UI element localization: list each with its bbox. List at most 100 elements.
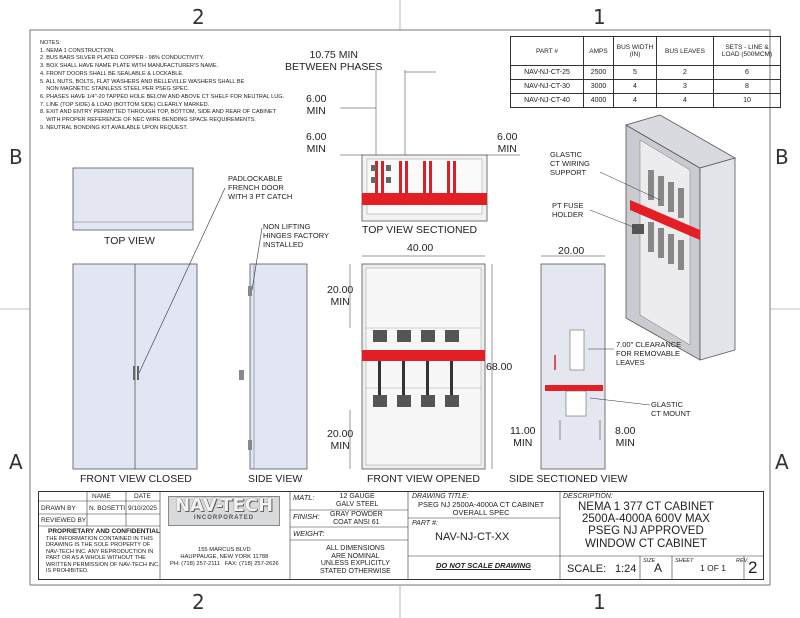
view-label-top: TOP VIEW <box>104 235 155 247</box>
zone-bottom-left: 2 <box>192 590 205 614</box>
callout-glastic-mount: GLASTIC CT MOUNT <box>651 400 691 418</box>
tb-drawing-title-label: DRAWING TITLE: <box>412 493 469 500</box>
view-label-front-closed: FRONT VIEW CLOSED <box>80 473 192 485</box>
dim-width-40: 40.00 <box>407 242 434 254</box>
view-label-side-sectioned: SIDE SECTIONED VIEW <box>509 473 628 485</box>
tb-date-header: DATE <box>134 493 151 500</box>
table-header-row: PART # AMPS BUS WIDTH (IN) BUS LEAVES SE… <box>510 36 781 66</box>
title-block <box>38 491 764 580</box>
dim-top-6a: 6.00 MIN <box>306 93 327 117</box>
cell: NAV-NJ-CT-40 <box>510 93 584 108</box>
front-opened-drawing <box>349 255 493 470</box>
note-line: 8. EXIT AND ENTRY PERMITTED THROUGH TOP,… <box>40 109 277 116</box>
tb-drawing-title: PSEG NJ 2500A-4000A CT CABINET OVERALL S… <box>418 500 545 517</box>
zone-bottom-right: 1 <box>593 590 606 614</box>
header-bus-width: BUS WIDTH (IN) <box>613 36 657 66</box>
table-row: NAV-NJ-CT-30 3000 4 3 8 <box>510 79 781 94</box>
tb-description-label: DESCRIPTION: <box>563 493 613 500</box>
note-line: NON MAGNETIC STAINLESS STEEL PER PSEG SP… <box>40 86 190 93</box>
tb-drawn-by-label: DRAWN BY <box>41 505 76 512</box>
cell: 10 <box>713 93 781 108</box>
notes-block: NOTES: 1. NEMA 1 CONSTRUCTION. 2. BUS BA… <box>40 40 340 132</box>
cell: 4 <box>613 93 657 108</box>
tb-part-label: PART #: <box>412 520 438 527</box>
dim-between-phases: 10.75 MIN BETWEEN PHASES <box>285 49 383 73</box>
tb-finish-label: FINISH: <box>293 512 320 521</box>
table-row: NAV-NJ-CT-25 2500 5 2 6 <box>510 65 781 80</box>
note-line: 5. ALL NUTS, BOLTS, FLAT WASHERS AND BEL… <box>40 78 245 85</box>
dim-height-68: 68.00 <box>486 361 513 373</box>
note-line: 7. LINE (TOP SIDE) & LOAD (BOTTOM SIDE) … <box>40 101 210 108</box>
zone-top-left: 2 <box>192 5 205 29</box>
callout-hinges: NON LIFTING HINGES FACTORY INSTALLED <box>263 222 329 249</box>
tb-scale: 1:24 <box>615 563 637 575</box>
dim-top-6c: 6.00 MIN <box>497 131 518 155</box>
dim-side-8: 8.00 MIN <box>615 425 636 449</box>
cell: NAV-NJ-CT-30 <box>510 79 584 94</box>
tb-size-label: SIZE <box>643 558 656 564</box>
note-line: WITH PROPER REFERENCE OF NEC WIRE BENDIN… <box>40 117 256 124</box>
top-view-drawing <box>72 167 194 231</box>
zone-left-lower: A <box>9 450 23 474</box>
cell: 2500 <box>583 65 614 80</box>
isometric-cabinet-drawing <box>589 114 737 361</box>
dim-top-6b: 6.00 MIN <box>306 131 327 155</box>
cell: 4 <box>656 93 714 108</box>
header-amps: AMPS <box>583 36 614 66</box>
callout-pt-fuse: PT FUSE HOLDER <box>552 201 584 219</box>
tb-size: A <box>654 561 663 575</box>
tb-address: 155 MARCUS BLVD HAUPPAUGE, NEW YORK 1178… <box>170 547 279 567</box>
tb-finish: GRAY POWDER COAT ANSI 61 <box>330 511 383 526</box>
zone-right-lower: A <box>775 450 789 474</box>
tb-reviewed-label: REVIEWED BY <box>41 517 87 524</box>
tb-prop-title: PROPRIETARY AND CONFIDENTIAL <box>48 528 160 535</box>
tb-sheet-label: SHEET <box>675 558 694 564</box>
dim-bottom-20: 20.00 MIN <box>327 428 354 452</box>
tb-matl: 12 GAUGE GALV STEEL <box>336 493 379 508</box>
cell: 8 <box>713 79 781 94</box>
header-bus-leaves: BUS LEAVES <box>656 36 714 66</box>
tb-scale-label: SCALE: <box>567 563 607 575</box>
cell: 6 <box>713 65 781 80</box>
view-label-front-opened: FRONT VIEW OPENED <box>367 473 480 485</box>
top-sectioned-drawing <box>340 70 520 222</box>
tb-part: NAV-NJ-CT-XX <box>435 531 510 543</box>
tb-description: NEMA 1 377 CT CABINET 2500A-4000A 600V M… <box>578 501 714 550</box>
note-line: 1. NEMA 1 CONSTRUCTION. <box>40 47 115 54</box>
callout-clearance: 7.00" CLEARANCE FOR REMOVABLE LEAVES <box>616 340 682 367</box>
dim-top-20: 20.00 MIN <box>327 284 354 308</box>
cell: 4000 <box>583 93 614 108</box>
note-line: 3. BOX SHALL HAVE NAME PLATE WITH MANUFA… <box>40 63 219 70</box>
callout-glastic-support: GLASTIC CT WIRING SUPPORT <box>550 150 590 177</box>
view-label-side: SIDE VIEW <box>248 473 303 485</box>
note-line: 9. NEUTRAL BONDING KIT AVAILABLE UPON RE… <box>40 124 188 131</box>
note-line: NOTES: <box>40 40 61 46</box>
tb-name-header: NAME <box>92 493 111 500</box>
note-line: 6. PHASES HAVE 1/4"-20 TAPPED HOLE BELOW… <box>40 93 285 100</box>
table-row: NAV-NJ-CT-40 4000 4 4 10 <box>510 93 781 108</box>
cell: NAV-NJ-CT-25 <box>510 65 584 80</box>
tb-date: 9/10/2025 <box>128 505 157 512</box>
company-logo: NAV-TECH INCORPORATED <box>168 496 280 526</box>
logo-sub-text: INCORPORATED <box>193 515 255 521</box>
tb-do-not-scale: DO NOT SCALE DRAWING <box>436 561 531 570</box>
header-part: PART # <box>510 36 584 66</box>
tb-drawn-by: N. BOSETTI <box>89 505 126 512</box>
tb-rev-label: REV. <box>736 558 749 564</box>
side-view-drawing <box>239 227 308 470</box>
note-line: 2. BUS BARS SILVER PLATED COPPER - 98% C… <box>40 55 205 62</box>
dim-side-11: 11.00 MIN <box>510 425 536 449</box>
header-sets: SETS - LINE & LOAD (500MCM) <box>713 36 781 66</box>
front-closed-drawing <box>72 187 226 470</box>
zone-top-right: 1 <box>593 5 606 29</box>
view-label-top-sectioned: TOP VIEW SECTIONED <box>362 224 478 236</box>
tb-prop-text: THE INFORMATION CONTAINED IN THIS DRAWIN… <box>46 536 160 575</box>
tb-sheet: 1 OF 1 <box>700 563 726 573</box>
cell: 3000 <box>583 79 614 94</box>
cell: 5 <box>613 65 657 80</box>
dim-depth-20: 20.00 <box>558 245 585 257</box>
cell: 3 <box>656 79 714 94</box>
side-sectioned-drawing <box>540 255 651 470</box>
cell: 4 <box>613 79 657 94</box>
tb-rev: 2 <box>748 558 758 577</box>
